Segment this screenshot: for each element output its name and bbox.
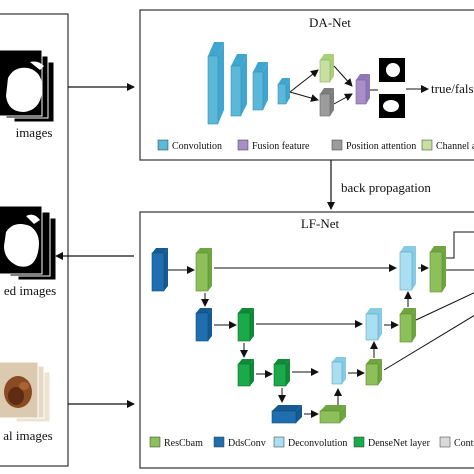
legend-swatch-concat <box>439 436 451 448</box>
left-panel-frame <box>0 13 69 467</box>
lf-densenet-level2 <box>237 308 254 342</box>
legend-label-densenet: DenseNet layer <box>368 438 431 449</box>
original-image-stack <box>0 361 51 423</box>
legend-swatch-densenet <box>353 436 365 448</box>
da-net-legend: Convolution Fusion feature Position atte… <box>157 139 474 152</box>
da-net-title: DA-Net <box>309 15 351 30</box>
legend-swatch-channel <box>421 139 433 151</box>
legend-label-position: Position attention <box>346 141 416 152</box>
legend-swatch-rescbam <box>149 436 161 448</box>
lf-deconv-level3 <box>331 357 346 385</box>
lf-rescbam-bottleneck <box>319 405 346 424</box>
lf-rescbam-level1 <box>195 248 212 292</box>
lf-ddsconv-level2 <box>195 308 212 342</box>
lf-rescbam-level1-out <box>429 246 446 293</box>
lf-rescbam-level2 <box>399 308 416 343</box>
caption-predicted-images: ed images <box>4 283 56 298</box>
position-attention-block <box>319 88 334 117</box>
lf-densenet-level3b <box>273 359 290 387</box>
legend-label-deconvolution: Deconvolution <box>288 438 347 449</box>
legend-label-concat: Conto <box>454 438 474 449</box>
lf-deconv-level2 <box>365 308 382 341</box>
mask-image-stack-1 <box>0 49 55 123</box>
lf-net-legend: ResCbam DdsConv Deconvolution DenseNet l… <box>149 436 474 449</box>
legend-swatch-deconvolution <box>273 436 285 448</box>
lf-ddsconv-level1 <box>151 248 168 292</box>
channel-attention-block <box>319 54 334 83</box>
legend-label-ddsconv: DdsConv <box>228 438 266 449</box>
caption-original-images: al images <box>3 428 52 443</box>
da-net-panel: DA-Net <box>139 9 474 161</box>
da-net-conv-blocks <box>207 42 290 125</box>
legend-label-rescbam: ResCbam <box>164 438 203 449</box>
left-panel: images ed images al images <box>0 13 69 467</box>
da-net-frame <box>139 9 474 161</box>
legend-swatch-convolution <box>157 139 169 151</box>
legend-swatch-ddsconv <box>213 436 225 448</box>
fusion-feature-block <box>355 74 370 105</box>
legend-label-fusion: Fusion feature <box>252 141 310 152</box>
lf-net-title: LF-Net <box>301 216 340 231</box>
legend-label-channel: Channel a <box>436 141 474 152</box>
da-net-output-label: true/fals <box>431 81 474 96</box>
lf-rescbam-level3 <box>365 359 382 386</box>
caption-mask-images: images <box>16 125 53 140</box>
legend-label-convolution: Convolution <box>172 141 222 152</box>
lf-net-panel: LF-Net <box>139 211 474 469</box>
mask-image-stack-2 <box>0 205 57 281</box>
legend-swatch-position <box>331 139 343 151</box>
back-propagation-label: back propagation <box>341 180 431 195</box>
lf-ddsconv-bottleneck <box>271 405 302 424</box>
output-mask-thumbnails <box>379 58 405 118</box>
legend-swatch-fusion <box>237 139 249 151</box>
lf-deconv-level1 <box>399 246 416 291</box>
lf-densenet-level3a <box>237 359 254 387</box>
lf-net-frame <box>139 211 474 469</box>
